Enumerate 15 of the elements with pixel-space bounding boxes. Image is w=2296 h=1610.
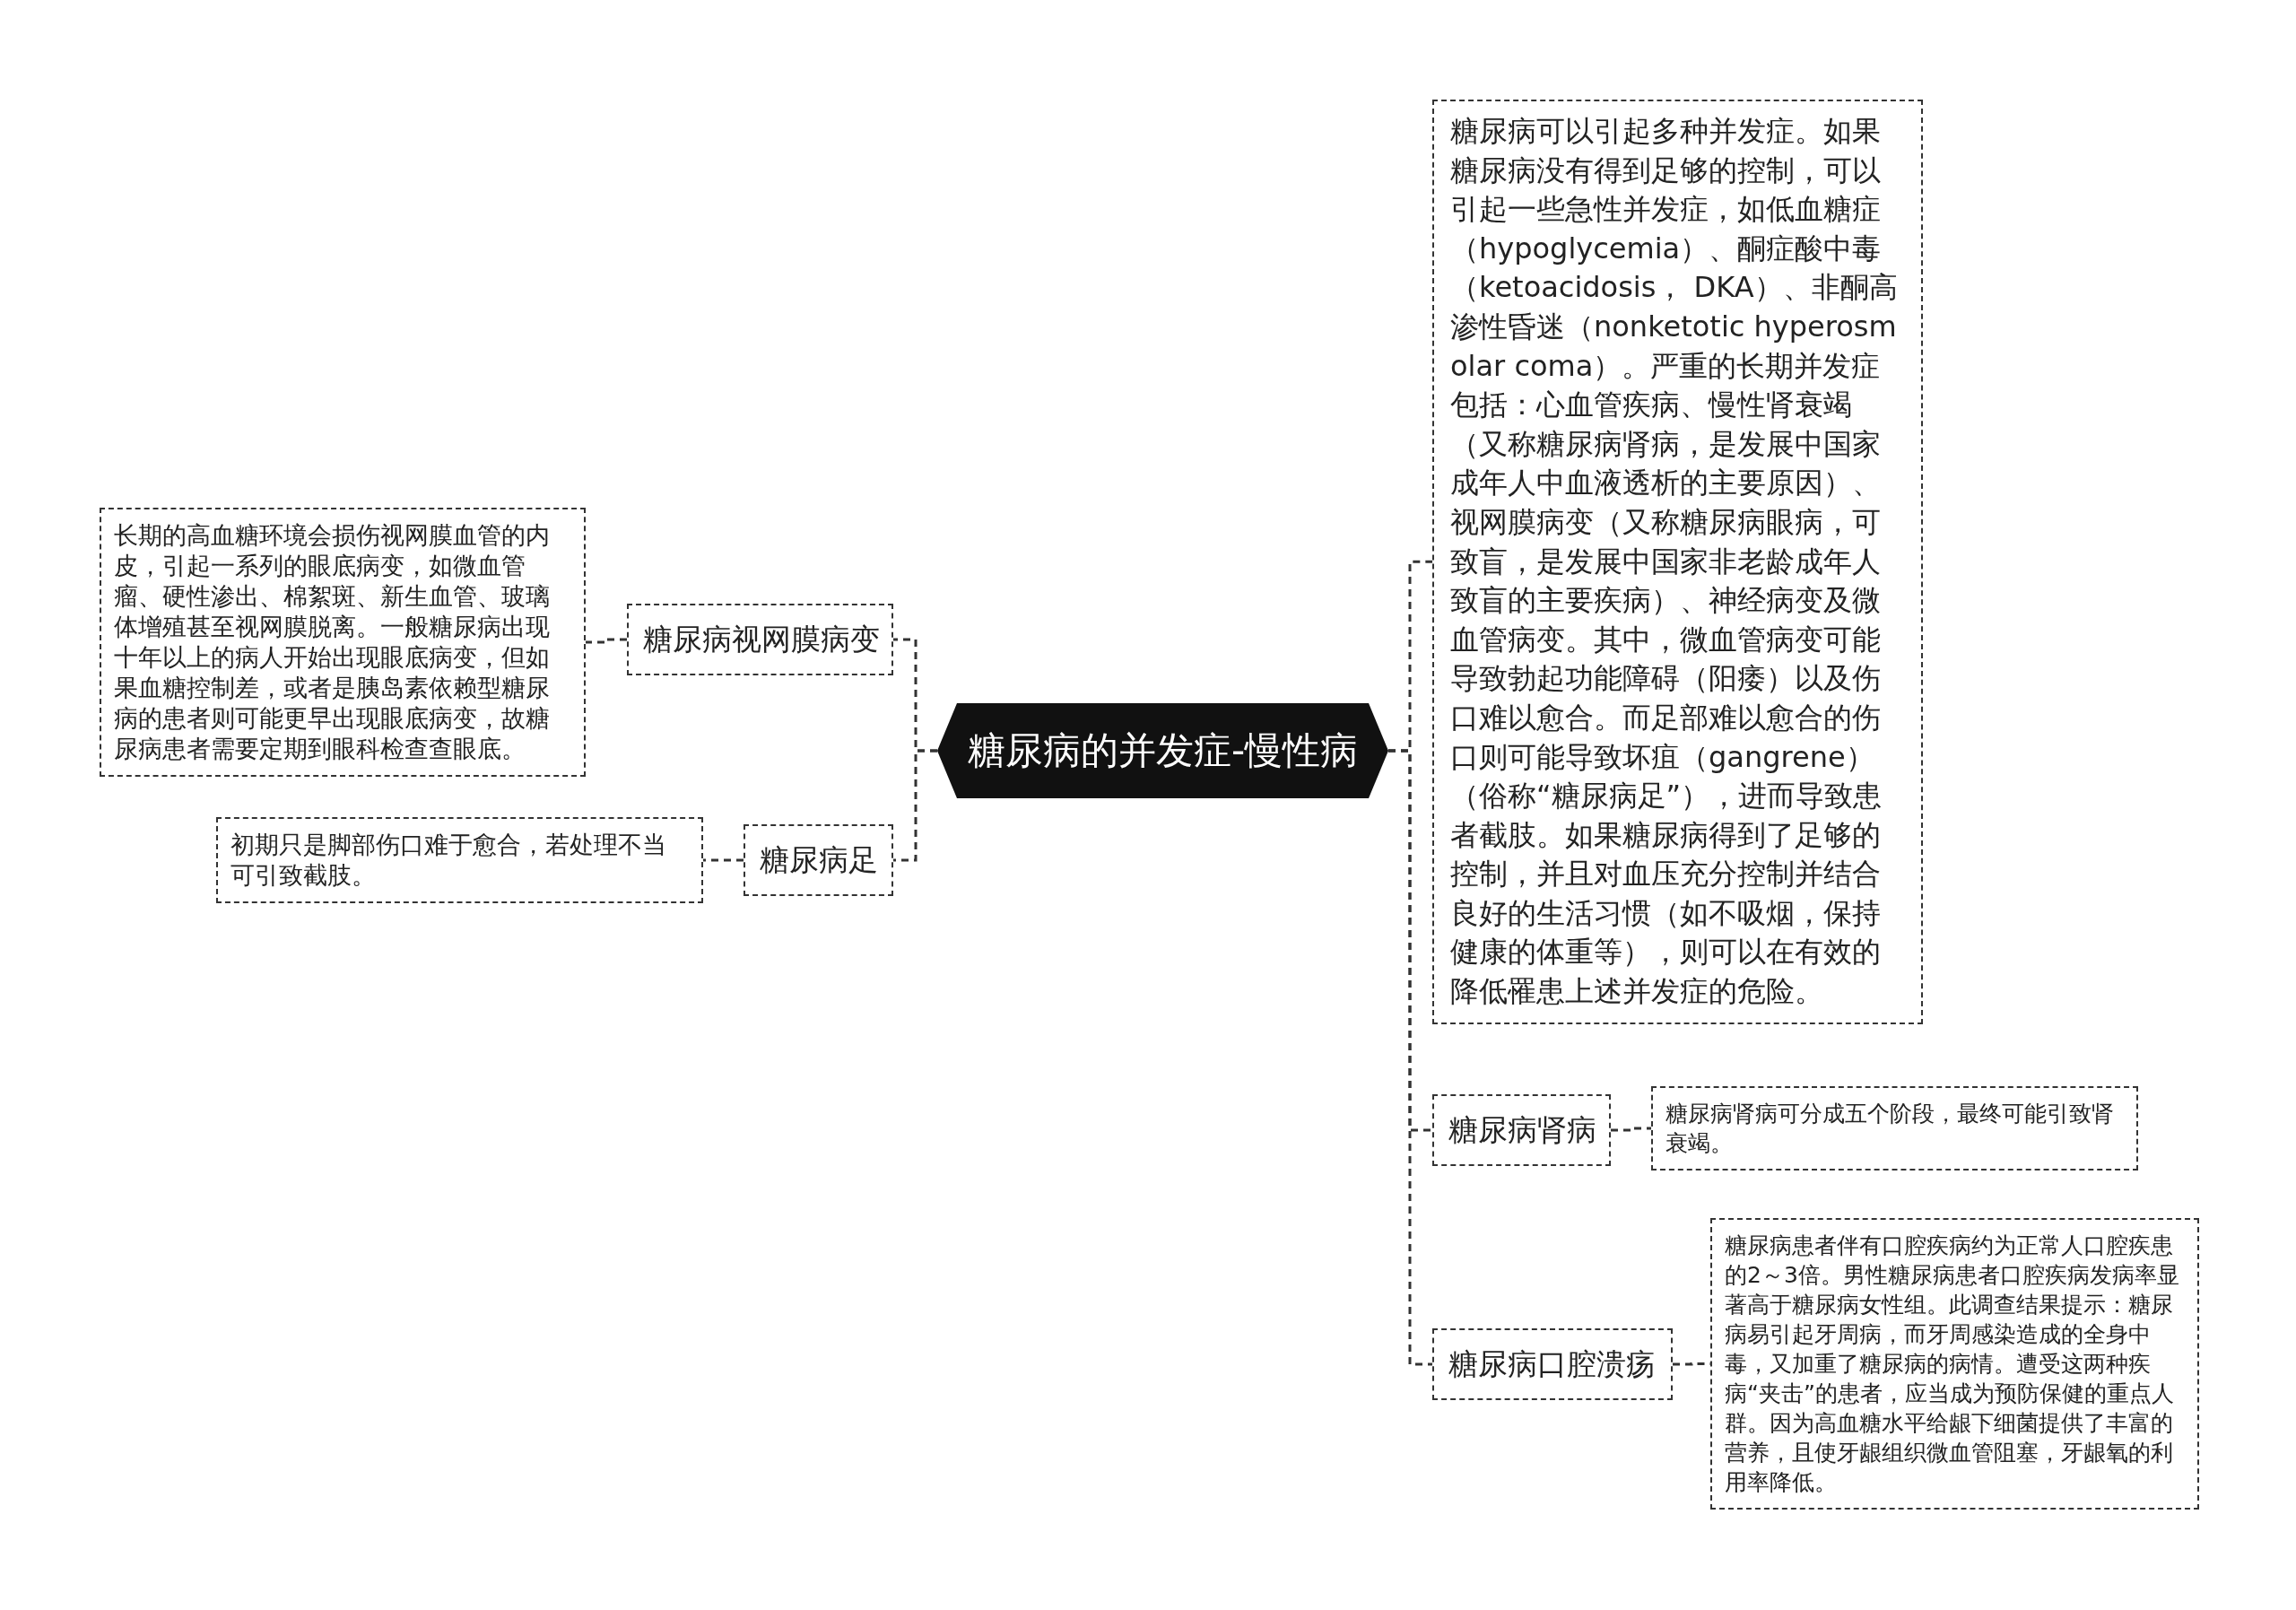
central-topic: 糖尿病的并发症-慢性病 — [937, 703, 1388, 798]
topic-box: 糖尿病肾病 — [1432, 1094, 1611, 1166]
note-box: 糖尿病患者伴有口腔疾病约为正常人口腔疾患的2～3倍。男性糖尿病患者口腔疾病发病率显著高于糖尿病女性组。此调查结果提示：糖尿病易引起牙周病，而牙周感染造成的全身中毒，又加重了糖尿病的病情。遭受这两种疾病“夹击”的患者，应当成为预防保健的重点人群。因为高血糖水平给龈下细菌提供了丰富的营养，且使牙龈组织微血管阻塞，牙龈氧的利用率降低。 — [1710, 1218, 2199, 1510]
connector — [1388, 749, 1432, 1366]
connector — [1611, 1127, 1651, 1132]
topic-box: 糖尿病口腔溃疡 — [1432, 1328, 1673, 1400]
topic-box: 糖尿病视网膜病变 — [627, 604, 893, 675]
note-box: 糖尿病可以引起多种并发症。如果糖尿病没有得到足够的控制，可以引起一些急性并发症，如低血糖症（hypoglycemia）、酮症酸中毒（ketoacidosis， DKA）、非酮高渗性昏迷（nonketotic hyperosmolar coma）。严重的长期并发症包括：心血管疾病、慢性肾衰竭（又称糖尿病肾病，是发展中国家成年人中血液透析的主要原因）、视网膜病变（又称糖尿病眼病，可致盲，是发展中国家非老龄成年人致盲的主要疾病）、神经病变及微血管病变。其中，微血管病变可能导致勃起功能障碍（阳痿）以及伤口难以愈合。而足部难以愈合的伤口则可能导致坏疽（gangrene）（俗称“糖尿病足”），进而导致患者截肢。如果糖尿病得到了足够的控制，并且对血压充分控制并结合良好的生活习惯（如不吸烟，保持健康的体重等），则可以在有效的降低罹患上述并发症的危险。 — [1432, 100, 1923, 1024]
note-box: 糖尿病肾病可分成五个阶段，最终可能引致肾衰竭。 — [1651, 1086, 2138, 1171]
note-box: 初期只是脚部伤口难于愈合，若处理不当可引致截肢。 — [216, 817, 703, 903]
connector — [703, 858, 744, 862]
topic-box: 糖尿病足 — [744, 824, 893, 896]
note-box: 长期的高血糖环境会损伤视网膜血管的内皮，引起一系列的眼底病变，如微血管瘤、硬性渗出、棉絮斑、新生血管、玻璃体增殖甚至视网膜脱离。一般糖尿病出现十年以上的病人开始出现眼底病变，但如果血糖控制差，或者是胰岛素依赖型糖尿病的患者则可能更早出现眼底病变，故糖尿病患者需要定期到眼科检查查眼底。 — [100, 508, 586, 777]
connector — [893, 749, 937, 862]
connector — [586, 638, 627, 644]
